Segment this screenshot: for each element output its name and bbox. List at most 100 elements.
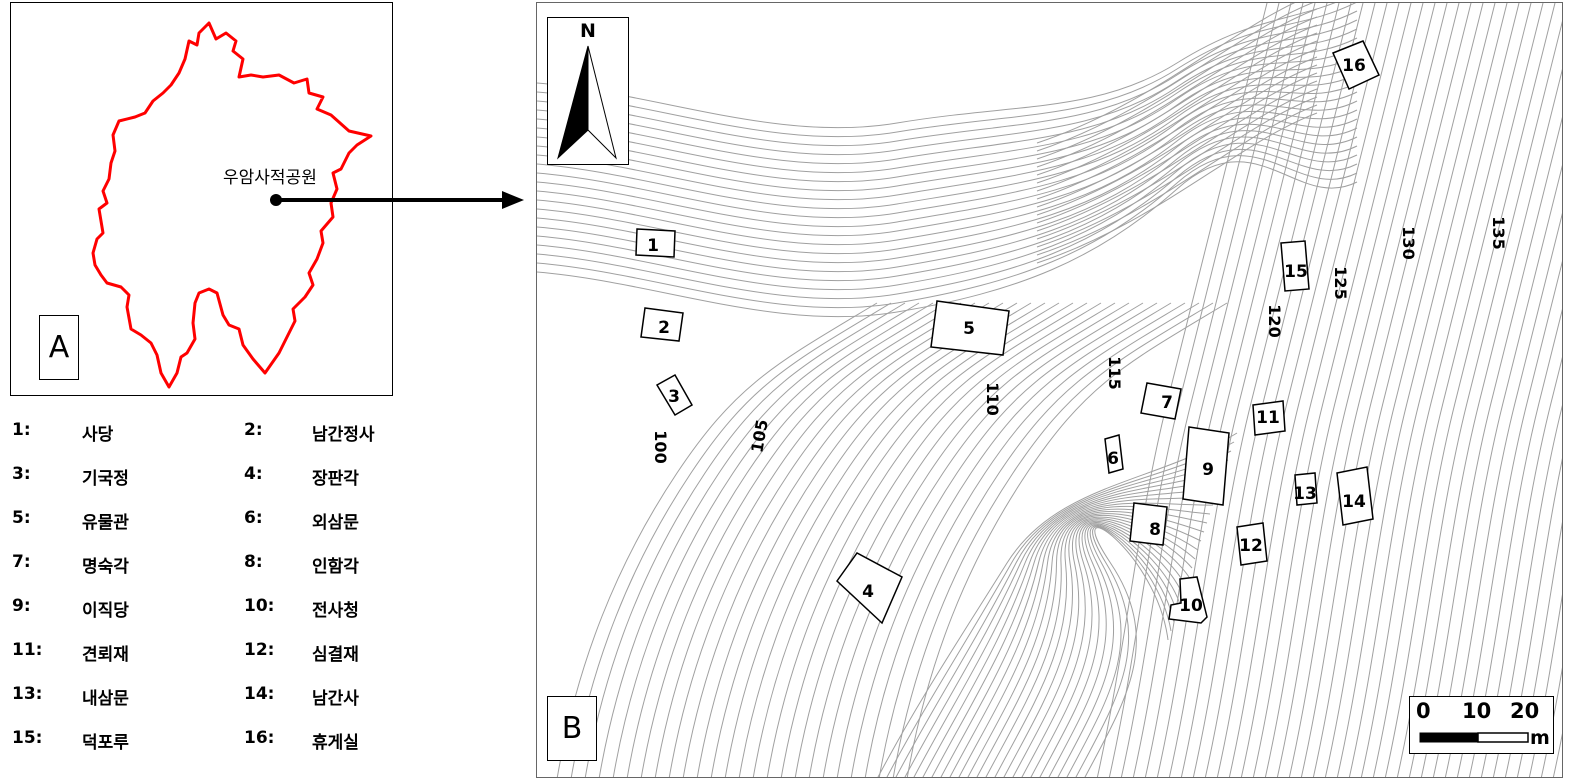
legend-entry: 11: 견뢰재 bbox=[12, 640, 192, 680]
park-name-label: 우암사적공원 bbox=[223, 168, 317, 188]
legend-entry: 3: 기국정 bbox=[12, 464, 192, 504]
legend-entry: 15: 덕포루 bbox=[12, 728, 192, 768]
contour-label-2: 110 bbox=[983, 382, 1002, 415]
legend-number: 16: bbox=[244, 728, 275, 748]
building-number-1: 1 bbox=[647, 236, 659, 256]
legend-number: 7: bbox=[12, 552, 31, 572]
building-number-8: 8 bbox=[1149, 520, 1161, 540]
legend-entry: 13: 내삼문 bbox=[12, 684, 192, 724]
building-number-14: 14 bbox=[1342, 492, 1366, 512]
building-number-13: 13 bbox=[1293, 484, 1317, 504]
building-number-3: 3 bbox=[668, 387, 680, 407]
building-footprint-2 bbox=[640, 307, 684, 342]
building-footprint-5 bbox=[930, 300, 1010, 356]
legend-building-name: 기국정 bbox=[82, 469, 129, 489]
legend-building-name: 인함각 bbox=[312, 557, 359, 577]
legend-entry: 14: 남간사 bbox=[244, 684, 424, 724]
legend-building-name: 장판각 bbox=[312, 469, 359, 489]
building-footprint-10 bbox=[1168, 576, 1208, 624]
legend-entry: 6: 외삼문 bbox=[244, 508, 424, 548]
scale-unit: m bbox=[1530, 727, 1550, 749]
building-number-12: 12 bbox=[1239, 536, 1263, 556]
building-footprint-15 bbox=[1280, 240, 1310, 292]
legend-number: 2: bbox=[244, 420, 263, 440]
scale-tick-20: 20 bbox=[1510, 699, 1540, 723]
contour-label-3: 115 bbox=[1105, 356, 1124, 389]
legend-number: 3: bbox=[12, 464, 31, 484]
contour-label-4: 120 bbox=[1265, 304, 1284, 337]
legend-building-name: 심결재 bbox=[312, 645, 359, 665]
legend-entry: 2: 남간정사 bbox=[244, 420, 424, 460]
district-boundary bbox=[91, 21, 373, 389]
north-letter: N bbox=[580, 20, 596, 42]
legend-number: 5: bbox=[12, 508, 31, 528]
scale-tick-10: 10 bbox=[1462, 699, 1492, 723]
building-number-10: 10 bbox=[1179, 596, 1203, 616]
legend-building-name: 남간정사 bbox=[312, 425, 375, 445]
legend-building-name: 덕포루 bbox=[82, 733, 129, 753]
legend-building-name: 이직당 bbox=[82, 601, 129, 621]
building-footprint-13 bbox=[1294, 472, 1318, 506]
legend-number: 12: bbox=[244, 640, 275, 660]
north-arrow-icon bbox=[557, 45, 617, 160]
contour-lines bbox=[537, 3, 1562, 777]
arrow-head bbox=[502, 191, 524, 209]
legend-number: 9: bbox=[12, 596, 31, 616]
legend-number: 10: bbox=[244, 596, 275, 616]
panel-a-label: A bbox=[39, 315, 79, 380]
building-number-7: 7 bbox=[1161, 393, 1173, 413]
building-footprint-6 bbox=[1104, 434, 1124, 474]
scale-bar: 0 10 20 m bbox=[1409, 696, 1554, 754]
legend-number: 6: bbox=[244, 508, 263, 528]
north-arrow-box: N bbox=[547, 17, 629, 165]
legend-entry: 7:명숙각 bbox=[12, 552, 192, 592]
contour-label-0: 100 bbox=[651, 430, 670, 463]
building-number-9: 9 bbox=[1202, 460, 1214, 480]
legend-number: 1: bbox=[12, 420, 31, 440]
legend-number: 15: bbox=[12, 728, 43, 748]
panel-b-label: B bbox=[547, 696, 597, 761]
building-number-6: 6 bbox=[1107, 449, 1119, 469]
legend-number: 8: bbox=[244, 552, 263, 572]
building-number-4: 4 bbox=[862, 582, 874, 602]
legend-entry: 8: 인함각 bbox=[244, 552, 424, 592]
district-map bbox=[91, 21, 373, 389]
building-footprint-14 bbox=[1336, 466, 1374, 526]
scale-bar-graphic bbox=[1419, 732, 1529, 743]
building-footprint-9 bbox=[1182, 426, 1230, 506]
building-footprint-7 bbox=[1140, 382, 1182, 420]
building-footprint-16 bbox=[1331, 40, 1380, 91]
building-number-2: 2 bbox=[658, 318, 670, 338]
building-number-15: 15 bbox=[1284, 262, 1308, 282]
legend-entry: 1: 사당 bbox=[12, 420, 192, 460]
legend-building-name: 유물관 bbox=[82, 513, 129, 533]
legend-building-name: 전사청 bbox=[312, 601, 359, 621]
scale-tick-0: 0 bbox=[1416, 699, 1431, 723]
legend-number: 4: bbox=[244, 464, 263, 484]
legend-entry: 9: 이직당 bbox=[12, 596, 192, 636]
legend-building-name: 외삼문 bbox=[312, 513, 359, 533]
legend-number: 14: bbox=[244, 684, 275, 704]
legend-building-name: 남간사 bbox=[312, 689, 359, 709]
contour-label-5: 125 bbox=[1331, 266, 1350, 299]
legend-number: 11: bbox=[12, 640, 43, 660]
building-number-16: 16 bbox=[1342, 56, 1366, 76]
building-footprint-11 bbox=[1252, 400, 1286, 436]
connector-arrow bbox=[270, 191, 524, 209]
legend-entry: 4: 장판각 bbox=[244, 464, 424, 504]
legend-number: 13: bbox=[12, 684, 43, 704]
legend-building-name: 휴게실 bbox=[312, 733, 359, 753]
legend-entry: 12: 심결재 bbox=[244, 640, 424, 680]
contour-label-1: 105 bbox=[747, 418, 772, 454]
building-footprint-8 bbox=[1129, 502, 1168, 546]
legend-building-name: 견뢰재 bbox=[82, 645, 129, 665]
legend-building-name: 사당 bbox=[82, 425, 114, 445]
building-number-5: 5 bbox=[963, 319, 975, 339]
legend-entry: 16: 휴게실 bbox=[244, 728, 424, 768]
building-footprint-3 bbox=[655, 373, 694, 417]
legend-building-name: 내삼문 bbox=[82, 689, 129, 709]
legend-entry: 5: 유물관 bbox=[12, 508, 192, 548]
